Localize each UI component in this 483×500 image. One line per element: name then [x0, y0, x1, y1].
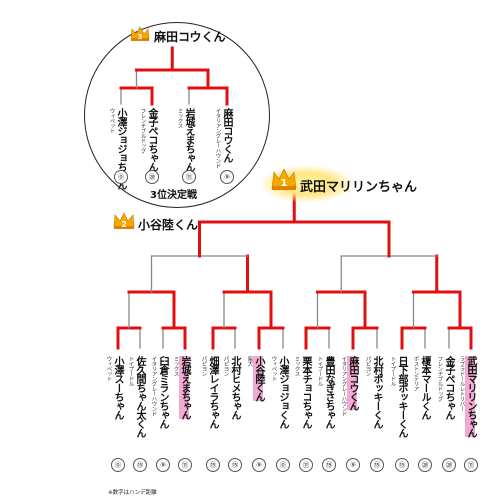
third-place-winner: 麻田コウくん — [154, 30, 226, 44]
entrant-breed: トイプードル — [316, 356, 323, 386]
footnote: ※数字はハンデ距離 — [108, 490, 157, 496]
entrant-name: 小谷陸くん — [253, 356, 264, 401]
entrant-breed: イタリアングレーハウンド — [214, 108, 221, 168]
handicap-badge: ⑨ — [156, 458, 170, 472]
handicap-badge: ⑮ — [228, 458, 242, 472]
entrant-breed: イタリアングレーハウンド — [340, 356, 347, 416]
entrant-name: 臼倉ミランちゃん — [157, 356, 168, 428]
entrant-name: 北村ヒメちゃん — [229, 356, 240, 419]
crown-icon: 3 — [130, 26, 150, 46]
entrant-breed: イタリアングレーハウンド — [150, 356, 157, 416]
handicap-badge: ⑪ — [182, 170, 196, 184]
rank-badge-1: 1 — [281, 178, 288, 189]
entrant-breed: ウィペット — [105, 356, 112, 381]
handicap-badge: ⑳ — [418, 458, 432, 472]
handicap-badge: ⓪ — [276, 458, 290, 472]
entrant-name: 佐久間ちゃん太くん — [134, 356, 145, 437]
entrant-name: 麻田コウくん — [221, 108, 232, 162]
handicap-badge: ⑪ — [299, 458, 313, 472]
entrant-breed: ミックス — [176, 108, 183, 128]
handicap-badge: ⑮ — [370, 458, 384, 472]
rank-badge-3: 3 — [138, 33, 143, 41]
third-place-circle — [84, 22, 270, 208]
entrant-name: 麻田コウくん — [347, 356, 358, 410]
handicap-badge: ⑨ — [346, 458, 360, 472]
entrant-name: 日下部ポッキーくん — [396, 356, 407, 437]
entrant-name: 北村ポッキーくん — [371, 356, 382, 428]
entrant-breed: ミックス — [293, 356, 300, 376]
entrant-breed: パピヨン — [200, 356, 207, 376]
entrant-breed: ミックス — [172, 356, 179, 376]
champion-name: 武田マリリンちゃん — [300, 180, 418, 195]
third-place-label: 3位決定戦 — [150, 190, 197, 201]
handicap-badge: ⑮ — [395, 458, 409, 472]
handicap-badge: ⑨ — [252, 458, 266, 472]
handicap-badge: ⑮ — [133, 458, 147, 472]
entrant-name: 金子ペコちゃん — [443, 356, 454, 419]
crown-icon: 1 — [271, 168, 297, 196]
entrant-name: 栗本チョコちゃん — [300, 356, 311, 428]
entrant-name: 榎本マールくん — [419, 356, 430, 419]
handicap-badge: ⑪ — [464, 458, 478, 472]
handicap-badge: ⑳ — [442, 458, 456, 472]
handicap-badge: ⑳ — [145, 170, 159, 184]
entrant-breed: パピヨン — [364, 356, 371, 376]
entrant-name: 小澤ジョジョくん — [277, 356, 288, 428]
entrant-name: 畑澤レイラちゃん — [207, 356, 218, 428]
entrant-breed: フレンチブルドッグ — [436, 356, 443, 401]
entrant-breed: ボストンテリア — [412, 356, 419, 391]
handicap-badge: ⑮ — [206, 458, 220, 472]
handicap-badge: ⑨ — [220, 170, 234, 184]
entrant-breed: トイプードル — [389, 356, 396, 386]
entrant-name: 小澤スーちゃん — [112, 356, 123, 419]
entrant-breed: ウィペット — [108, 108, 115, 133]
entrant-breed: ラブラドールレトリバー — [458, 356, 465, 411]
entrant-name: 金子ペコちゃん — [146, 108, 157, 171]
entrant-name: 豊田なぎさちゃん — [323, 356, 334, 428]
handicap-badge: ⑲ — [322, 458, 336, 472]
runner-up-name: 小谷陸くん — [138, 218, 199, 232]
rank-badge-2: 2 — [121, 220, 127, 229]
entrant-name: 武田マリリンちゃん — [465, 356, 476, 437]
entrant-breed: トイプードル — [127, 356, 134, 386]
entrant-name: 岩城えまちゃん — [179, 356, 190, 419]
entrant-name: 岩城えまちゃん — [183, 108, 194, 171]
entrant-breed: フレンチブルドッグ — [139, 108, 146, 153]
entrant-breed: パピヨン — [222, 356, 229, 376]
entrant-breed: ウィペット — [270, 356, 277, 381]
crown-icon: 2 — [113, 212, 135, 234]
handicap-badge: ⑪ — [178, 458, 192, 472]
entrant-name: 小澤ジョジョちゃん — [115, 108, 126, 189]
entrant-breed: 柴犬 — [246, 356, 253, 366]
handicap-badge: ⓪ — [111, 458, 125, 472]
handicap-badge: ⓪ — [114, 170, 128, 184]
